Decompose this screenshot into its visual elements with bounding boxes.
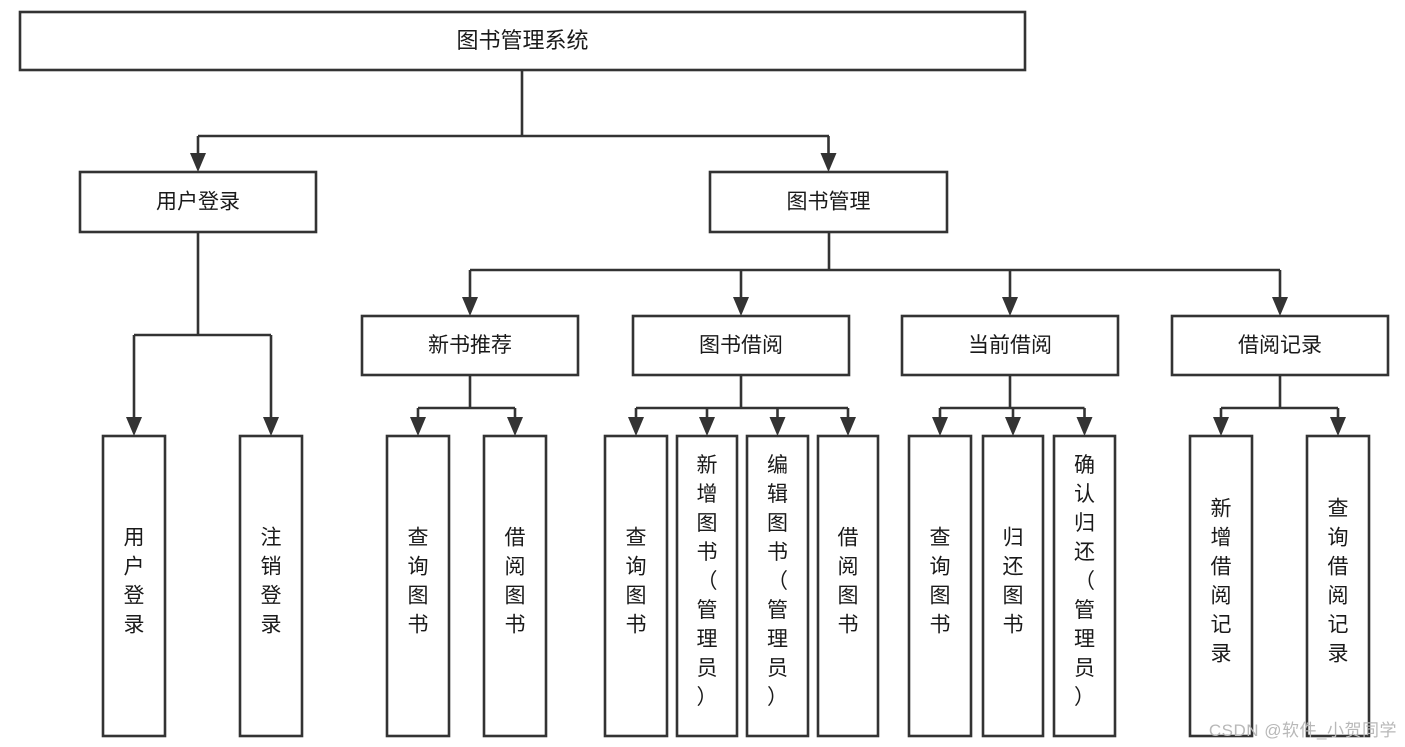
leaf-11-node-新增借阅记录-rect[interactable]	[1188, 434, 1254, 738]
leaf-1-node-注销登录-label: 注销登录	[261, 527, 282, 637]
node-图书借阅-l3-rect[interactable]	[631, 314, 851, 377]
当前借阅-to-leaf-2-arrowhead	[1076, 417, 1093, 436]
node-用户登录-l2-rect[interactable]	[78, 170, 318, 234]
leaf-1-node-注销登录[interactable]: 注销登录	[238, 434, 304, 738]
leaf-8-node-查询图书-label: 查询图书	[930, 527, 951, 637]
leaf-7-node-借阅图书-rect[interactable]	[816, 434, 880, 738]
node-图书借阅-l3[interactable]: 图书借阅	[631, 314, 851, 377]
leaf-2-node-查询图书[interactable]: 查询图书	[385, 434, 451, 738]
node-root[interactable]: 图书管理系统	[18, 10, 1027, 72]
connector-layer	[126, 70, 1346, 436]
leaf-0-node-用户登录[interactable]: 用户登录	[101, 434, 167, 738]
leaf-9-node-归还图书-rect[interactable]	[981, 434, 1045, 738]
借阅记录-to-leaf-1-arrowhead	[1330, 417, 1346, 436]
leaf-3-node-借阅图书-rect[interactable]	[482, 434, 548, 738]
新书推荐-to-leaf-1-arrowhead	[507, 417, 523, 436]
csdn-watermark: CSDN @软件_小贺同学	[1208, 721, 1397, 740]
book-mgmt-to-level3-1-arrowhead	[733, 297, 749, 316]
node-借阅记录-l3-label: 借阅记录	[1238, 334, 1322, 357]
图书借阅-to-leaf-2-arrowhead	[769, 417, 786, 436]
leaf-9-node-归还图书[interactable]: 归还图书	[981, 434, 1045, 738]
node-新书推荐-l3-rect[interactable]	[360, 314, 580, 377]
leaf-6-node-编辑图书管理员-rect[interactable]	[745, 434, 810, 738]
node-root-rect[interactable]	[18, 10, 1027, 72]
leaf-10-node-确认归还管理员-rect[interactable]	[1052, 434, 1117, 738]
node-新书推荐-l3-label: 新书推荐	[428, 334, 512, 357]
node-当前借阅-l3[interactable]: 当前借阅	[900, 314, 1120, 377]
leaf-7-node-借阅图书-label: 借阅图书	[838, 527, 859, 637]
node-当前借阅-l3-label: 当前借阅	[968, 334, 1052, 357]
leaf-12-node-查询借阅记录-label: 查询借阅记录	[1328, 498, 1349, 666]
图书借阅-to-leaf-1-arrowhead	[699, 417, 715, 436]
node-借阅记录-l3[interactable]: 借阅记录	[1170, 314, 1390, 377]
node-新书推荐-l3[interactable]: 新书推荐	[360, 314, 580, 377]
node-图书管理-l2[interactable]: 图书管理	[708, 170, 949, 234]
leaf-3-node-借阅图书[interactable]: 借阅图书	[482, 434, 548, 738]
leaf-5-node-新增图书管理员-label: 新增图书（管理员）	[697, 454, 718, 709]
leaf-0-node-用户登录-label: 用户登录	[124, 527, 145, 637]
用户登录-to-leaf-0-arrowhead	[126, 417, 142, 436]
借阅记录-to-leaf-0-arrowhead	[1213, 417, 1229, 436]
leaf-10-node-确认归还管理员[interactable]: 确认归还（管理员）	[1052, 434, 1117, 738]
leaf-6-node-编辑图书管理员[interactable]: 编辑图书（管理员）	[745, 434, 810, 738]
node-图书管理-l2-rect[interactable]	[708, 170, 949, 234]
leaf-6-node-编辑图书管理员-label: 编辑图书（管理员）	[767, 454, 788, 709]
node-layer: 图书管理系统用户登录图书管理新书推荐图书借阅当前借阅借阅记录用户登录注销登录查询…	[18, 10, 1390, 738]
book-mgmt-to-level3-3-arrowhead	[1272, 297, 1288, 316]
node-图书管理-l2-label: 图书管理	[787, 191, 871, 214]
leaf-12-node-查询借阅记录-rect[interactable]	[1305, 434, 1371, 738]
leaf-0-node-用户登录-rect[interactable]	[101, 434, 167, 738]
图书借阅-to-leaf-3-arrowhead	[840, 417, 856, 436]
node-用户登录-l2[interactable]: 用户登录	[78, 170, 318, 234]
leaf-4-node-查询图书[interactable]: 查询图书	[603, 434, 669, 738]
leaf-4-node-查询图书-rect[interactable]	[603, 434, 669, 738]
leaf-5-node-新增图书管理员-rect[interactable]	[675, 434, 739, 738]
leaf-11-node-新增借阅记录[interactable]: 新增借阅记录	[1188, 434, 1254, 738]
node-当前借阅-l3-rect[interactable]	[900, 314, 1120, 377]
leaf-2-node-查询图书-rect[interactable]	[385, 434, 451, 738]
leaf-8-node-查询图书-rect[interactable]	[907, 434, 973, 738]
leaf-3-node-借阅图书-label: 借阅图书	[505, 527, 526, 637]
leaf-4-node-查询图书-label: 查询图书	[626, 527, 647, 637]
book-mgmt-to-level3-2-arrowhead	[1002, 297, 1018, 316]
node-用户登录-l2-label: 用户登录	[156, 191, 240, 214]
leaf-8-node-查询图书[interactable]: 查询图书	[907, 434, 973, 738]
leaf-12-node-查询借阅记录[interactable]: 查询借阅记录	[1305, 434, 1371, 738]
root-to-level2-0-arrowhead	[190, 153, 206, 172]
图书借阅-to-leaf-0-arrowhead	[628, 417, 644, 436]
node-借阅记录-l3-rect[interactable]	[1170, 314, 1390, 377]
book-mgmt-to-level3-0-arrowhead	[462, 297, 478, 316]
新书推荐-to-leaf-0-arrowhead	[410, 417, 426, 436]
当前借阅-to-leaf-0-arrowhead	[932, 417, 948, 436]
leaf-5-node-新增图书管理员[interactable]: 新增图书（管理员）	[675, 434, 739, 738]
root-to-level2-1-arrowhead	[820, 153, 837, 172]
leaf-10-node-确认归还管理员-label: 确认归还（管理员）	[1074, 454, 1095, 709]
用户登录-to-leaf-1-arrowhead	[263, 417, 279, 436]
leaf-7-node-借阅图书[interactable]: 借阅图书	[816, 434, 880, 738]
leaf-9-node-归还图书-label: 归还图书	[1003, 527, 1024, 637]
node-图书借阅-l3-label: 图书借阅	[699, 334, 783, 357]
leaf-1-node-注销登录-rect[interactable]	[238, 434, 304, 738]
leaf-11-node-新增借阅记录-label: 新增借阅记录	[1211, 498, 1232, 666]
当前借阅-to-leaf-1-arrowhead	[1005, 417, 1021, 436]
leaf-2-node-查询图书-label: 查询图书	[408, 527, 429, 637]
node-root-label: 图书管理系统	[456, 28, 588, 53]
